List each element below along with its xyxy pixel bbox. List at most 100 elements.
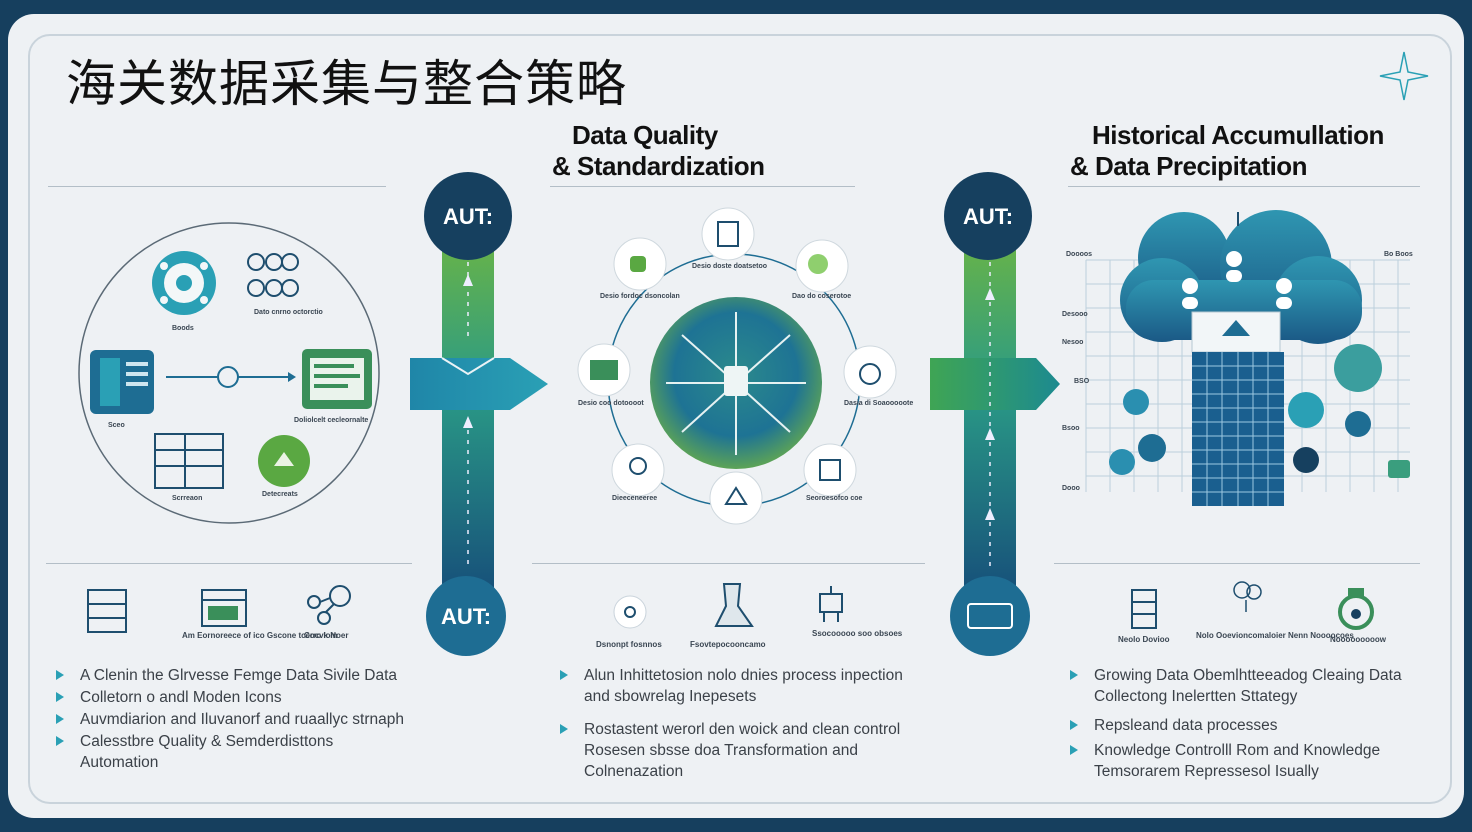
column-3-icons: Neolo Dovioo Nolo Ooevioncomaloier Nenn … (1118, 581, 1387, 644)
column-1-bottom-rule (46, 563, 412, 564)
connector-2-bottom-badge (950, 576, 1030, 656)
chart-label-3: Desooo (1062, 311, 1088, 318)
chart-label-6: Bsoo (1062, 425, 1080, 432)
money-bag-icon (1338, 588, 1374, 630)
connector-2: AUT: (930, 172, 1060, 656)
circle-2-label-4: Desio coo dotoooot (578, 400, 644, 407)
database-block-icon (1192, 352, 1284, 506)
chart-label-7: Dooo (1062, 485, 1080, 492)
circle-label-6: Detecreats (262, 491, 298, 498)
browser-window-icon (201, 589, 247, 627)
data-node-4 (1288, 392, 1324, 428)
cabinet-icon (87, 589, 127, 633)
data-node-1 (1123, 389, 1149, 415)
building-icon (1131, 589, 1157, 629)
connector-1: AUT: AUT: (410, 172, 548, 656)
column-3-heading-line2: & Data Precipitation (1070, 151, 1308, 181)
column-3-heading-line1: Historical Accumullation (1092, 120, 1384, 150)
column-2-bullet-2: Rostastent werorl den woick and clean co… (556, 719, 928, 782)
compass-star-icon (1379, 51, 1429, 101)
column-3-icon-label-3: Nooooooooow (1330, 635, 1387, 644)
dashboard-icon (967, 603, 1013, 629)
cloud-icon (1120, 210, 1362, 344)
column-2-top-rule (550, 186, 855, 187)
data-node-5 (1345, 411, 1371, 437)
column-2-icon-label-3: Ssocooooo soo obsoes (812, 629, 903, 638)
funnel-icon (714, 583, 754, 627)
connector-1-top-badge (424, 172, 512, 260)
user-icons (1182, 251, 1292, 309)
column-3-bottom-rule (1054, 563, 1420, 564)
data-node-6 (1293, 447, 1319, 473)
data-node-large (1334, 344, 1382, 392)
flow-connector (166, 366, 296, 388)
circle-label-1: Boods (172, 325, 194, 332)
circle-label-2: Dato cnrno octorctio (254, 309, 323, 316)
column-1-bullet-1: A Clenin the Glrvesse Femge Data Sivile … (52, 665, 432, 686)
column-2-diagram: Desio doste doatsetoo Desio fordoc dsonc… (577, 207, 913, 525)
column-1-icons: Am Eornoreece of ico Gscone tcerro loln … (87, 585, 351, 640)
circle-2-label-2: Desio fordoc dsoncolan (600, 293, 680, 300)
column-1-bullets: A Clenin the Glrvesse Femge Data Sivile … (52, 665, 432, 774)
connector-2-top-badge-text: AUT: (963, 204, 1013, 229)
column-3-bullet-3: Knowledge Controlll Rom and Knowledge Te… (1066, 740, 1426, 782)
data-node-7 (1388, 460, 1410, 478)
circle-2-label-3: Dao do coserotoe (792, 293, 851, 300)
chart-label-4: Nesoo (1062, 339, 1083, 346)
column-2-bullets: Alun Inhittetosion nolo dnies process in… (556, 665, 928, 783)
column-3-icon-label-2: Nolo Ooevioncomaloier Nenn Noooocoes (1196, 631, 1354, 640)
column-3-diagram: Doooos Bo Boos Desooo Nesoo BSO Bsoo Doo… (1062, 210, 1413, 506)
chart-label-2: Bo Boos (1384, 251, 1413, 258)
column-2-icon-label-2: Fsovtepocooncamo (690, 640, 766, 649)
connector-1-bottom-badge (426, 576, 506, 656)
column-2-bottom-rule (532, 563, 925, 564)
cell-icon (152, 251, 216, 315)
column-2-icon-label-1: Dsnonpt fosnnos (596, 640, 662, 649)
column-1-icon-label-3: Cocvk Noer (304, 631, 348, 640)
chart-label-5: BSO (1074, 378, 1090, 385)
circle-label-4: Doliolcelt cecleornalte (294, 417, 368, 424)
column-1-diagram: Boods Dato cnrno octorctio Sceo Doliolce… (78, 222, 380, 524)
circle-2-label-5: Dasia di Soaooooote (844, 400, 913, 407)
column-1-bullet-4: Calesstbre Quality & Semderdisttons Auto… (52, 731, 380, 773)
column-2-heading-line1: Data Quality (572, 120, 718, 150)
upload-arrow-icon (1222, 320, 1250, 336)
column-3-bullet-1: Growing Data Obemlhtteeadog Cleaing Data… (1066, 665, 1426, 707)
column-2-heading-line2: & Standardization (552, 151, 765, 181)
people-group-icon (247, 253, 299, 297)
column-3-icon-label-1: Neolo Dovioo (1118, 635, 1170, 644)
column-3-top-rule (1068, 186, 1420, 187)
circle-2-label-7: Seoroesofco coe (806, 495, 863, 502)
cloud-tree-icon (1233, 581, 1262, 612)
circle-2-label-6: Dieeceneeree (612, 495, 657, 502)
connector-1-bottom-badge-text: AUT: (441, 604, 491, 629)
monitor-panel-icon (302, 349, 372, 409)
column-1-bullet-2: Colletorn o andl Moden Icons (52, 687, 432, 708)
column-2-bullet-1: Alun Inhittetosion nolo dnies process in… (556, 665, 928, 707)
circle-label-5: Scrreaon (172, 495, 202, 502)
column-1-bullet-3: Auvmdiarion and Iluvanorf and ruaallyc s… (52, 709, 432, 730)
column-2-icons: Dsnonpt fosnnos Fsovtepocooncamo Ssocooo… (596, 583, 903, 649)
spreadsheet-icon (154, 433, 224, 489)
gear-hand-icon (258, 435, 310, 487)
column-2-heading: Data Quality & Standardization (552, 120, 765, 182)
chart-label-1: Doooos (1066, 251, 1092, 258)
document-stack-icon (90, 350, 154, 414)
column-3-bullet-2: Repsleand data processes (1066, 715, 1426, 736)
connector-1-top-badge-text: AUT: (443, 204, 493, 229)
circle-2-label-1: Desio doste doatsetoo (692, 263, 767, 270)
connector-2-top-badge (944, 172, 1032, 260)
column-1-top-rule (48, 186, 386, 187)
page-title: 海关数据采集与整合策略 (66, 55, 627, 113)
data-node-2 (1138, 434, 1166, 462)
column-1-icon-label-2: Am Eornoreece of ico Gscone tcerro loln (182, 631, 338, 640)
column-3-bullets: Growing Data Obemlhtteeadog Cleaing Data… (1066, 665, 1426, 783)
data-node-3 (1109, 449, 1135, 475)
network-nodes-icon (307, 585, 351, 625)
robot-icon (819, 586, 843, 622)
column-3-heading: Historical Accumullation & Data Precipit… (1070, 120, 1384, 182)
circle-label-3: Sceo (108, 422, 125, 429)
infographic-frame (28, 34, 1452, 804)
target-icon (613, 595, 647, 629)
